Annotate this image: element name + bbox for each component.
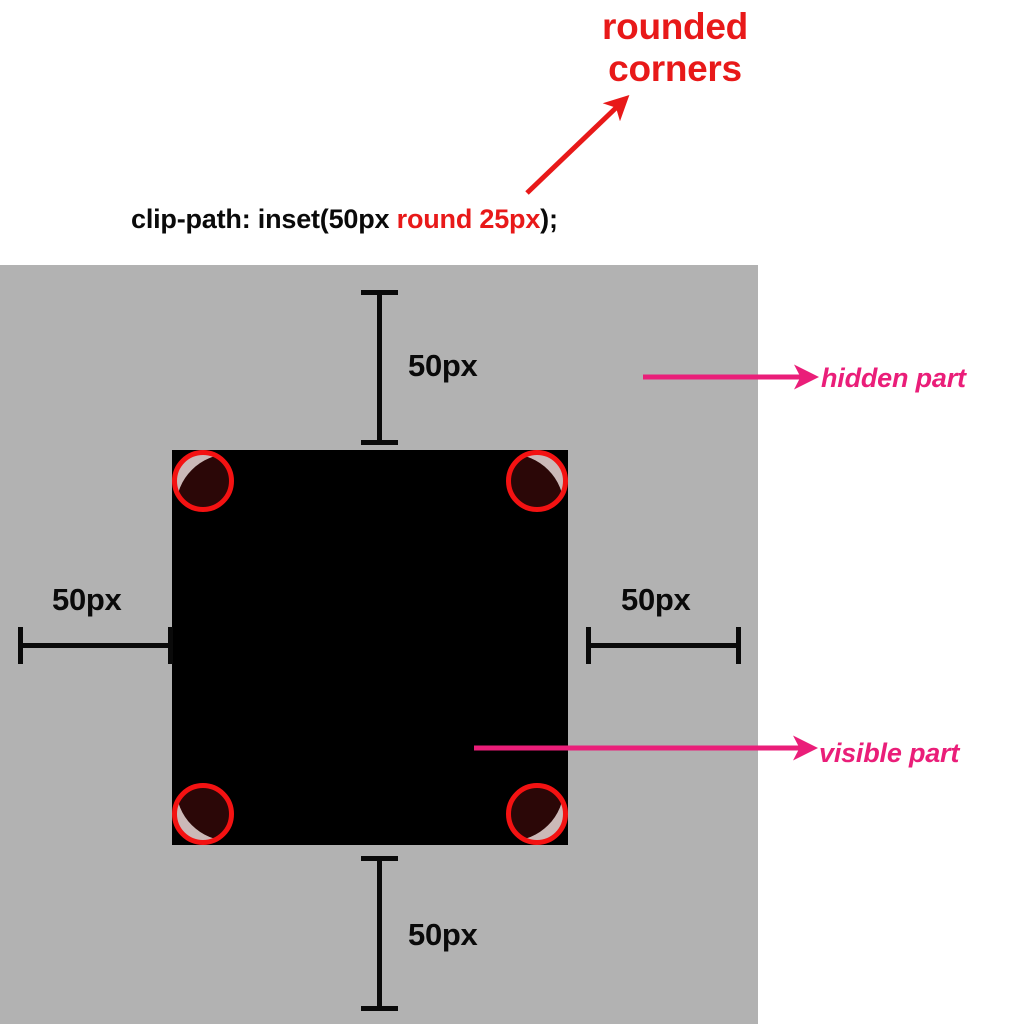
code-snippet: clip-path: inset(50px round 25px);: [131, 204, 558, 235]
measure-cap-bottom: [361, 1006, 398, 1011]
measure-cap-right: [736, 627, 741, 664]
measure-cap-right: [168, 627, 173, 664]
clipped-element: [172, 450, 568, 845]
measure-cap-top: [361, 290, 398, 295]
corner-ring-bottom-right: [506, 783, 568, 845]
visible-part-label: visible part: [819, 738, 960, 768]
arrow-to-rounded-corners: [525, 95, 630, 195]
code-highlight: round 25px: [396, 204, 541, 234]
measure-bar-left: [18, 627, 173, 664]
measure-cap-left: [18, 627, 23, 664]
corner-ring-bottom-left: [172, 783, 234, 845]
measure-cap-bottom: [361, 440, 398, 445]
hidden-part-label: hidden part: [821, 363, 966, 393]
code-suffix: );: [540, 204, 558, 234]
measure-bar-bottom: [361, 856, 398, 1011]
measure-cap-left: [586, 627, 591, 664]
measure-label-top: 50px: [408, 348, 478, 383]
callout-line-2: corners: [608, 47, 742, 89]
callout-rounded-corners-label: rounded corners: [545, 6, 805, 90]
measure-bar-top: [361, 290, 398, 445]
corner-ring-top-left: [172, 450, 234, 512]
code-prefix: clip-path: inset(50px: [131, 204, 397, 234]
callout-line-1: rounded: [602, 6, 748, 47]
corner-ring-top-right: [506, 450, 568, 512]
measure-bar-right: [586, 627, 741, 664]
measure-label-bottom: 50px: [408, 917, 478, 952]
measure-cap-top: [361, 856, 398, 861]
measure-label-left: 50px: [52, 582, 122, 617]
measure-label-right: 50px: [621, 582, 691, 617]
